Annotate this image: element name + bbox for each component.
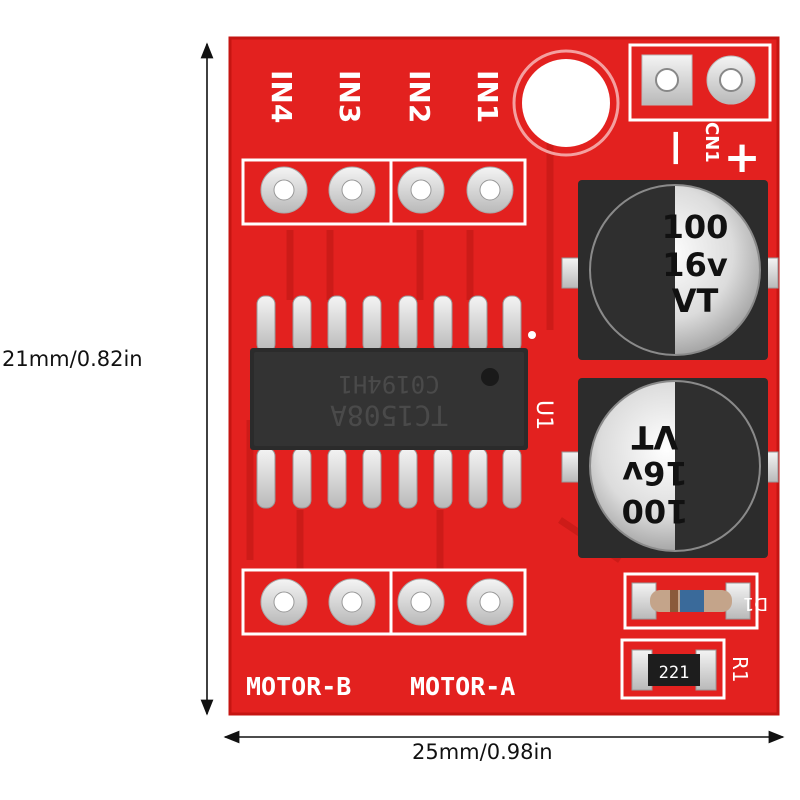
diode-designator: D1 — [743, 593, 768, 614]
minus-symbol: — — [657, 130, 698, 166]
chip-lead-top-7 — [468, 295, 488, 353]
mounting-hole — [522, 59, 610, 147]
connector-label: CN1 — [701, 122, 722, 163]
power-connector-outline — [628, 43, 772, 122]
cap-top-line2: 16v — [662, 246, 728, 284]
cap-bottom-line2: 16v — [622, 454, 688, 492]
motor-header-outline — [241, 568, 527, 636]
mounting-hole-ring — [512, 49, 620, 157]
chip-lead-bottom-6 — [433, 447, 453, 509]
diode: D1 — [623, 572, 768, 630]
resistor-value: 221 — [659, 663, 690, 683]
pin-label-in2: IN2 — [403, 70, 436, 123]
chip-lead-top-6 — [433, 295, 453, 353]
chip-lead-top-5 — [398, 295, 418, 353]
chip-lead-bottom-4 — [362, 447, 382, 509]
chip-designator: U1 — [531, 400, 556, 430]
chip-lead-top-2 — [292, 295, 312, 353]
resistor-designator: R1 — [728, 656, 752, 683]
chip-lead-top-3 — [327, 295, 347, 353]
chip-marking-2: C0194H1 — [338, 370, 439, 398]
chip-pin1-dot — [481, 368, 499, 386]
input-header-outline — [241, 158, 527, 226]
chip-marking-1: TC1508A — [330, 399, 448, 432]
chip-lead-bottom-2 — [292, 447, 312, 509]
pin-label-in1: IN1 — [471, 70, 504, 123]
chip-lead-bottom-3 — [327, 447, 347, 509]
cap-top-line3: VT — [672, 282, 719, 320]
chip-lead-top-1 — [256, 295, 276, 353]
chip-lead-top-4 — [362, 295, 382, 353]
motor-a-label: MOTOR-A — [410, 672, 515, 701]
resistor: 221 R1 — [620, 638, 752, 700]
input-header-pins — [260, 166, 514, 214]
plus-symbol: + — [724, 132, 761, 183]
motor-b-label: MOTOR-B — [246, 672, 351, 701]
chip-lead-bottom-8 — [502, 447, 522, 509]
chip-lead-bottom-5 — [398, 447, 418, 509]
height-dimension-label: 21mm/0.82in — [2, 347, 143, 371]
capacitor-bottom: 100 16v VT — [561, 378, 779, 558]
width-dimension-label: 25mm/0.98in — [412, 740, 553, 764]
cap-bottom-line1: 100 — [622, 492, 689, 530]
pin-label-in4: IN4 — [265, 70, 298, 123]
cap-top-line1: 100 — [662, 208, 729, 246]
chip-lead-top-8 — [502, 295, 522, 353]
capacitor-top: 100 16v VT — [561, 180, 779, 360]
motor-header-pins — [260, 578, 514, 626]
chip-lead-bottom-7 — [468, 447, 488, 509]
chip-lead-bottom-1 — [256, 447, 276, 509]
pin-label-in3: IN3 — [333, 70, 366, 123]
cap-bottom-line3: VT — [632, 418, 679, 456]
